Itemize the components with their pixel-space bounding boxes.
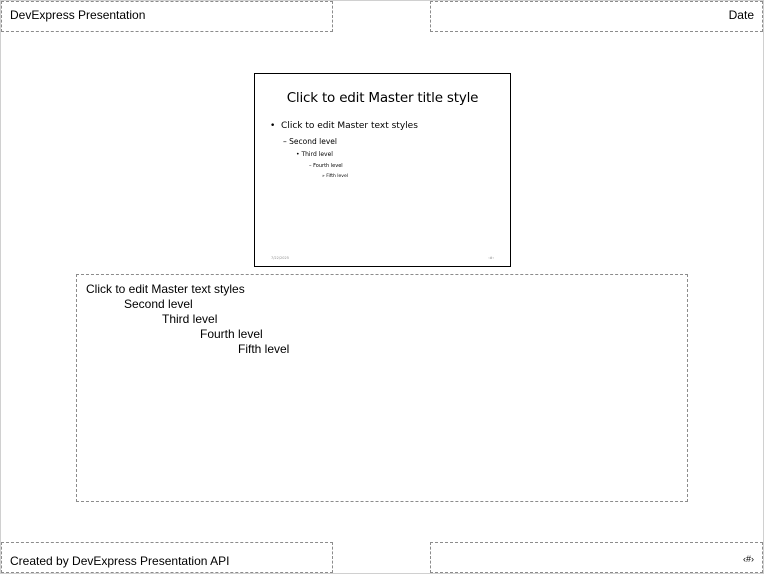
notes-level-3: Third level xyxy=(162,312,218,326)
slide-level-text: Fourth level xyxy=(313,163,343,169)
slide-level-4: – Fourth level xyxy=(309,163,343,169)
slide-level-1: • Click to edit Master text styles xyxy=(270,121,418,131)
header-placeholder[interactable]: DevExpress Presentation xyxy=(1,1,333,32)
slide-bullet: – xyxy=(309,163,312,169)
footer-placeholder[interactable]: Created by DevExpress Presentation API xyxy=(1,542,333,573)
slide-level-3: • Third level xyxy=(296,151,333,158)
notes-body-placeholder[interactable]: Click to edit Master text styles Second … xyxy=(76,274,688,502)
slide-title: Click to edit Master title style xyxy=(286,90,479,106)
slide-image-placeholder[interactable]: Click to edit Master title style • Click… xyxy=(254,73,511,267)
date-placeholder[interactable]: Date xyxy=(430,1,763,32)
slide-level-text: Fifth level xyxy=(326,174,348,179)
slide-level-2: – Second level xyxy=(283,137,337,146)
slide-number-text: ‹#› xyxy=(743,554,754,564)
slide-number: ‹#› xyxy=(488,256,494,260)
slide-level-text: Third level xyxy=(301,151,333,158)
notes-level-2: Second level xyxy=(124,297,193,311)
slide-bullet: • xyxy=(296,151,300,158)
slide-bullet: • xyxy=(270,121,276,131)
slide-bullet: » xyxy=(322,174,325,179)
slide-level-text: Second level xyxy=(289,137,337,146)
slide-number-placeholder[interactable]: ‹#› xyxy=(430,542,763,573)
notes-level-4: Fourth level xyxy=(200,327,263,341)
notes-level-5: Fifth level xyxy=(238,342,290,356)
slide-level-text: Click to edit Master text styles xyxy=(281,121,418,131)
notes-level-1: Click to edit Master text styles xyxy=(86,282,245,296)
header-text: DevExpress Presentation xyxy=(10,8,146,22)
footer-text: Created by DevExpress Presentation API xyxy=(10,554,230,568)
date-text: Date xyxy=(728,8,754,22)
slide-level-5: » Fifth level xyxy=(322,174,348,179)
slide-date: 7/22/2025 xyxy=(271,256,289,260)
slide-bullet: – xyxy=(283,137,287,146)
